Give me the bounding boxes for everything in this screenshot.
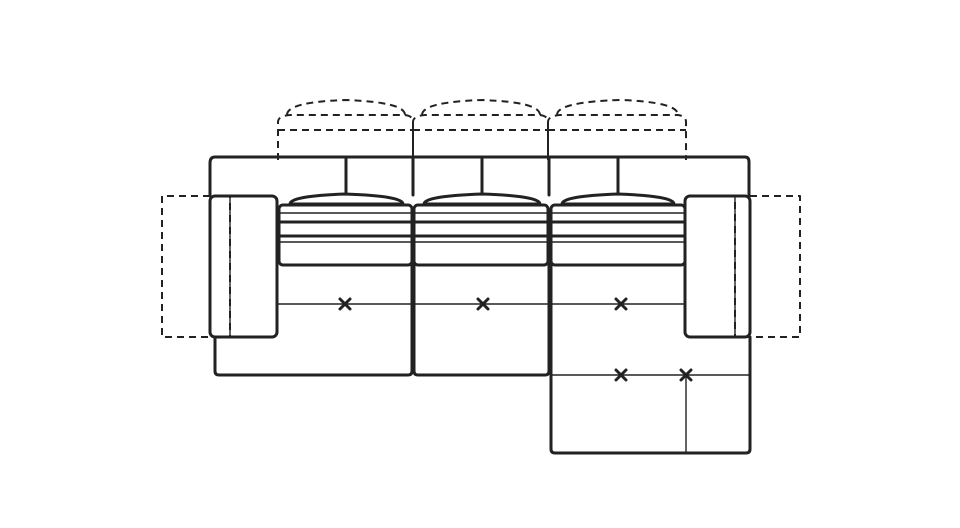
back-cushion-right <box>549 192 687 267</box>
seat-module-middle <box>412 260 551 377</box>
sofa-back-frame <box>208 155 751 198</box>
recliner-markers <box>338 297 693 382</box>
recliner-marker-icon <box>614 368 628 382</box>
back-cushion-middle <box>412 192 550 267</box>
headrest-extended-left <box>277 99 414 160</box>
headrest-extended-right <box>547 99 687 160</box>
headrest-extended-middle <box>412 99 549 160</box>
recliner-marker-icon <box>338 297 352 311</box>
recliner-marker-icon <box>476 297 490 311</box>
back-cushion-left <box>277 192 414 267</box>
chaise-module <box>549 260 752 455</box>
right-armrest-extended-outline <box>734 195 801 338</box>
left-armrest-extended-outline <box>161 195 231 338</box>
seat-module-left <box>213 260 414 377</box>
seat-reference-lines <box>277 303 750 453</box>
recliner-marker-icon <box>679 368 693 382</box>
recliner-marker-icon <box>614 297 628 311</box>
right-armrest <box>683 194 752 339</box>
headrests-extended-outline <box>277 99 687 160</box>
left-armrest <box>208 194 279 339</box>
